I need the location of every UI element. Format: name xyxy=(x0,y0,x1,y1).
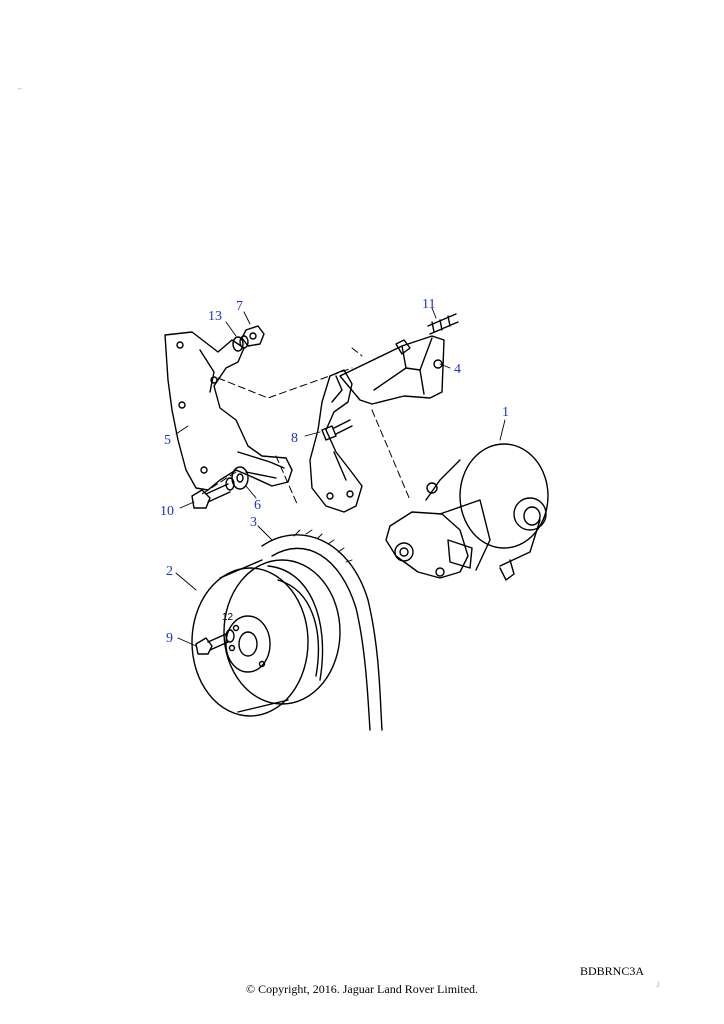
fastener-bolt-10 xyxy=(191,483,231,509)
callout-1: 1 xyxy=(502,405,509,420)
fastener-washer-6 xyxy=(225,466,249,491)
diagram-reference-code: BDBRNC3A xyxy=(580,964,645,978)
callout-7: 7 xyxy=(236,299,243,314)
callout-2: 2 xyxy=(166,564,173,579)
fastener-bolt-9 xyxy=(195,629,235,655)
callout-6: 6 xyxy=(254,498,261,513)
copyright-notice: © Copyright, 2016. Jaguar Land Rover Lim… xyxy=(245,982,479,996)
fastener-stud-11 xyxy=(427,313,459,335)
power-steering-pump xyxy=(385,443,549,581)
callout-4: 4 xyxy=(454,362,461,377)
fastener-washer-13 xyxy=(232,335,249,352)
callout-5: 5 xyxy=(164,433,171,448)
pulley xyxy=(191,559,341,717)
callout-11: 11 xyxy=(422,297,435,312)
assembly-guide-lines xyxy=(201,347,411,507)
support-bracket xyxy=(339,335,445,405)
drive-belt xyxy=(261,529,383,731)
fastener-nut-7 xyxy=(241,325,265,347)
callout-8: 8 xyxy=(291,431,298,446)
pump-front-bracket xyxy=(309,369,363,513)
callout-labels: 1 2 3 4 5 6 7 8 9 10 11 12 13 xyxy=(160,297,509,646)
corner-mark-top-left: ⌐ xyxy=(18,84,23,93)
callout-10: 10 xyxy=(160,504,174,519)
fastener-bolt-8 xyxy=(321,419,353,441)
corner-mark-bottom-right: ˩ xyxy=(656,980,660,989)
callout-13: 13 xyxy=(208,309,222,324)
callout-9: 9 xyxy=(166,631,173,646)
callout-12: 12 xyxy=(222,612,234,623)
callout-3: 3 xyxy=(250,515,257,530)
mounting-bracket-plate xyxy=(164,331,293,491)
callout-leader-lines xyxy=(175,307,506,647)
